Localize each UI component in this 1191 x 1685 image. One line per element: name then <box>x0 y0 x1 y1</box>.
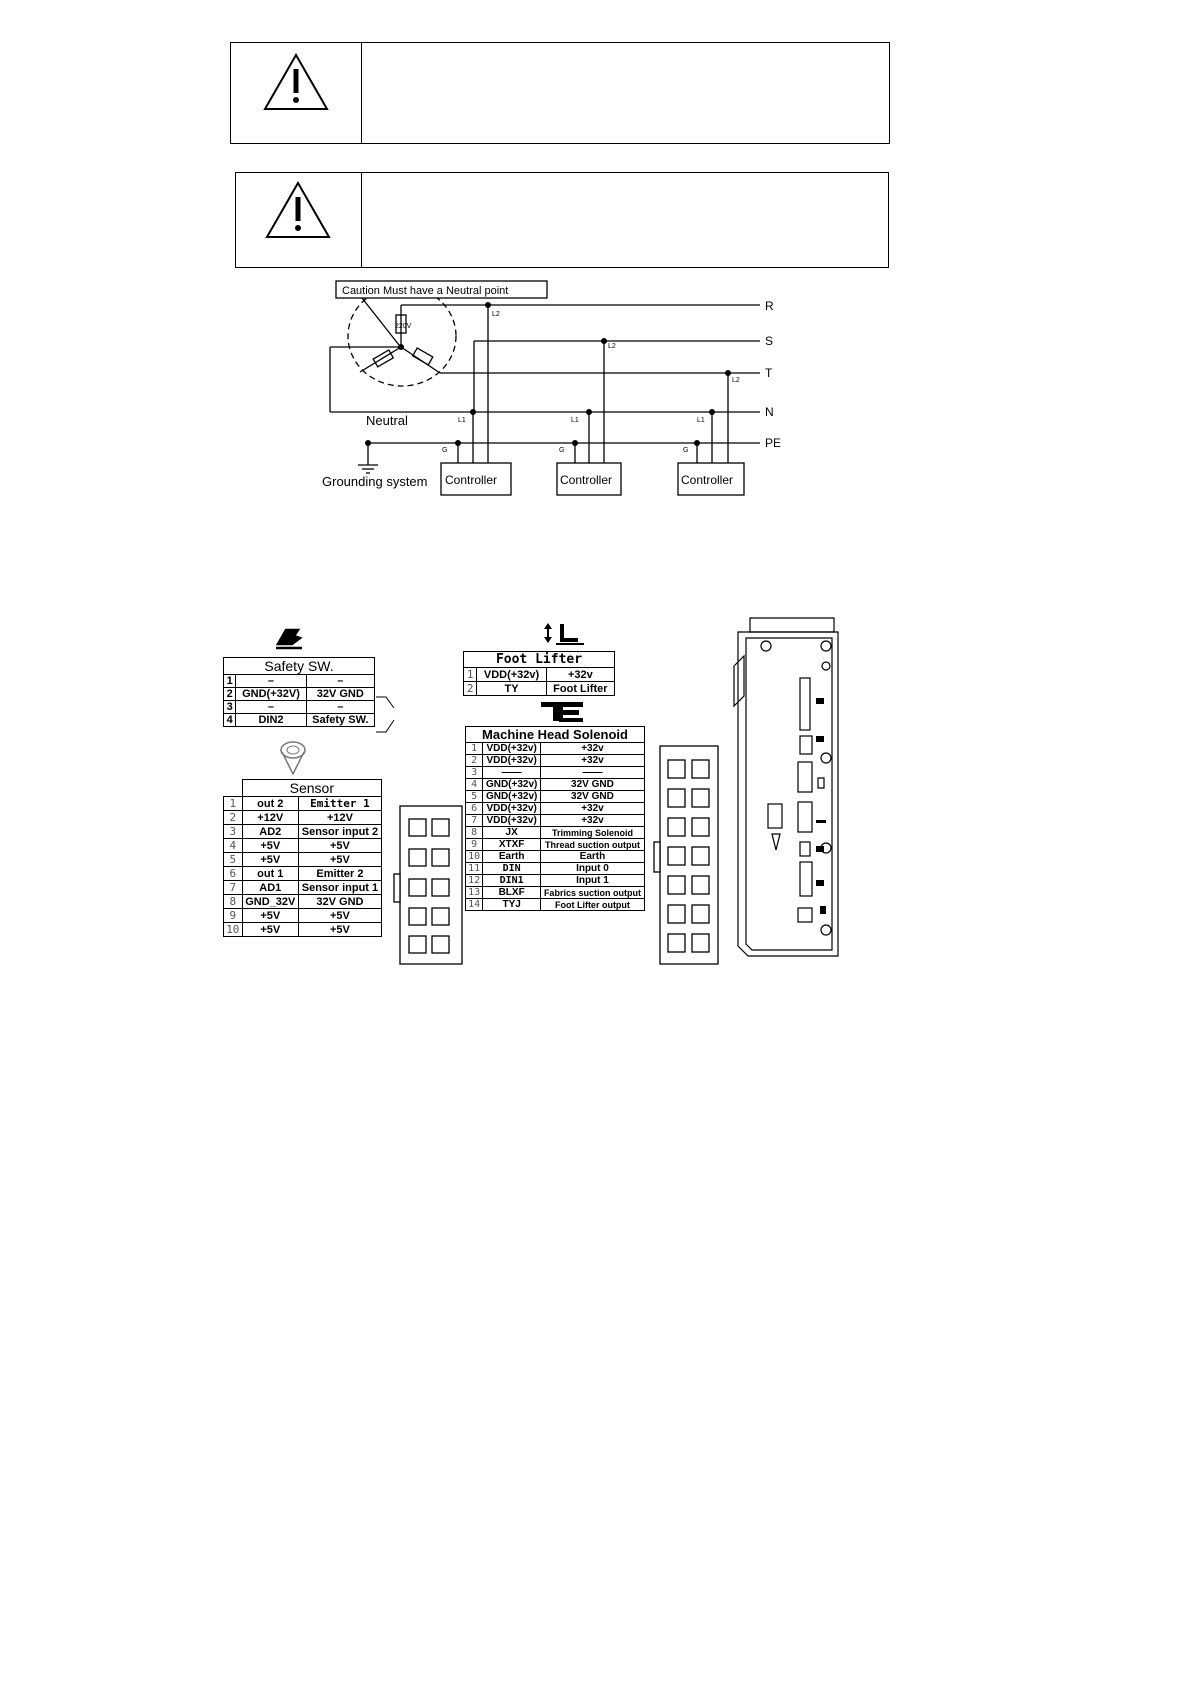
table-row: 3–– <box>222 700 376 714</box>
l1-label-2: L1 <box>571 417 579 424</box>
controller-2-label: Controller <box>560 473 612 487</box>
phase-r-label: R <box>765 299 774 313</box>
foot-lifter-title: Foot Lifter <box>463 651 615 668</box>
phase-t-label: T <box>765 366 773 380</box>
l2-label-2: L2 <box>608 343 616 350</box>
safety-sw-title: Safety SW. <box>223 657 375 675</box>
table-row: 10+5V+5V <box>223 922 383 937</box>
machine-head-title: Machine Head Solenoid <box>465 726 645 743</box>
voltage-label: 220V <box>395 323 412 330</box>
caution-label: Caution Must have a Neutral point <box>342 285 508 297</box>
controller-1-label: Controller <box>445 473 497 487</box>
table-row: 4+5V+5V <box>223 838 383 853</box>
sensor-icon <box>280 741 306 776</box>
table-row: 5+5V+5V <box>223 852 383 867</box>
table-row: 3———— <box>464 766 646 779</box>
connector-10pin <box>393 805 463 965</box>
presser-foot-icon <box>275 628 303 650</box>
safety-sw-bracket <box>376 696 395 733</box>
grounding-label: Grounding system <box>322 474 428 489</box>
g-label-1: G <box>442 447 447 454</box>
controller-3-label: Controller <box>681 473 733 487</box>
l1-label-3: L1 <box>697 417 705 424</box>
connector-14pin <box>653 745 719 965</box>
neutral-label: Neutral <box>366 413 408 428</box>
warning-box-1 <box>230 42 890 144</box>
phase-s-label: S <box>765 334 773 348</box>
l1-label-1: L1 <box>458 417 466 424</box>
table-row: 1–– <box>222 674 376 688</box>
phase-n-label: N <box>765 405 774 419</box>
table-row: 2+12V+12V <box>223 810 383 825</box>
warning-triangle-icon <box>265 180 331 238</box>
warning-box-2 <box>235 172 889 268</box>
controller-side-panel <box>733 617 839 957</box>
warning-triangle-icon <box>263 52 329 110</box>
solenoid-icon <box>541 702 583 722</box>
foot-lifter-icon <box>544 623 584 645</box>
wiring-diagram: Caution Must have a Neutral point 220V R… <box>322 280 781 496</box>
phase-pe-label: PE <box>765 436 781 450</box>
l2-label-1: L2 <box>492 311 500 318</box>
g-label-2: G <box>559 447 564 454</box>
sensor-title: Sensor <box>241 779 383 797</box>
table-row: 9+5V+5V <box>223 908 383 923</box>
l2-label-3: L2 <box>732 377 740 384</box>
g-label-3: G <box>683 447 688 454</box>
